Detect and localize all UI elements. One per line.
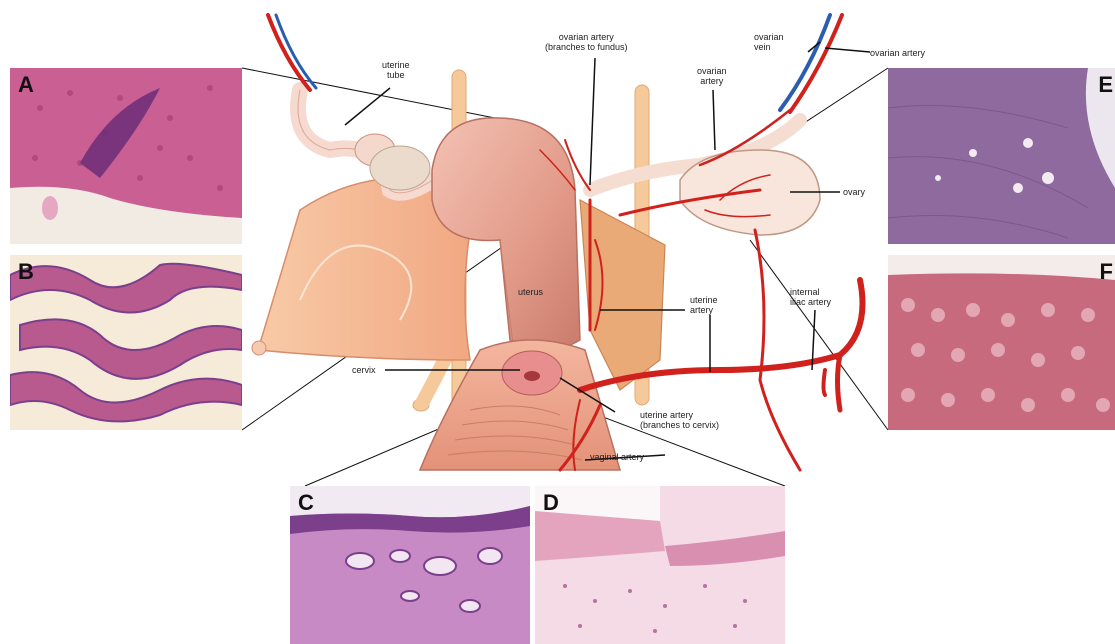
- label-uterine-artery-cervix: uterine artery (branches to cervix): [640, 410, 719, 430]
- vessels-top-left: [268, 15, 316, 90]
- panel-letter-d: D: [543, 490, 559, 516]
- panel-letter-c: C: [298, 490, 314, 516]
- label-uterine-artery: uterine artery: [690, 295, 718, 315]
- label-vaginal-artery: vaginal artery: [590, 452, 644, 462]
- micrograph-panel-c: C: [290, 486, 530, 644]
- label-ovarian-artery-mid: ovarian artery: [697, 66, 727, 86]
- micrograph-panel-e: E: [888, 68, 1115, 244]
- panel-letter-f: F: [1100, 259, 1113, 285]
- micrograph-e-image: [888, 68, 1115, 244]
- label-cervix: cervix: [352, 365, 376, 375]
- label-ovarian-artery-top: ovarian artery: [870, 48, 925, 58]
- micrograph-d-image: [535, 486, 785, 644]
- micrograph-f-image: [888, 255, 1115, 430]
- label-ovary: ovary: [843, 187, 865, 197]
- micrograph-c-image: [290, 486, 530, 644]
- panel-letter-b: B: [18, 259, 34, 285]
- label-uterine-tube: uterine tube: [382, 60, 410, 80]
- broad-ligament-right: [580, 200, 665, 390]
- panel-letter-a: A: [18, 72, 34, 98]
- micrograph-a-image: [10, 68, 242, 244]
- label-ovarian-artery-fundus: ovarian artery (branches to fundus): [545, 32, 628, 52]
- label-uterus: uterus: [518, 287, 543, 297]
- label-ovarian-vein: ovarian vein: [754, 32, 784, 52]
- micrograph-b-image: [10, 255, 242, 430]
- micrograph-panel-b: B: [10, 255, 242, 430]
- panel-letter-e: E: [1098, 72, 1113, 98]
- micrograph-panel-d: D: [535, 486, 785, 644]
- label-internal-iliac-artery: internal iliac artery: [790, 287, 831, 307]
- micrograph-panel-a: A: [10, 68, 242, 244]
- micrograph-panel-f: F: [888, 255, 1115, 430]
- ovary-left: [370, 146, 430, 190]
- vessels-top-right: [780, 15, 842, 112]
